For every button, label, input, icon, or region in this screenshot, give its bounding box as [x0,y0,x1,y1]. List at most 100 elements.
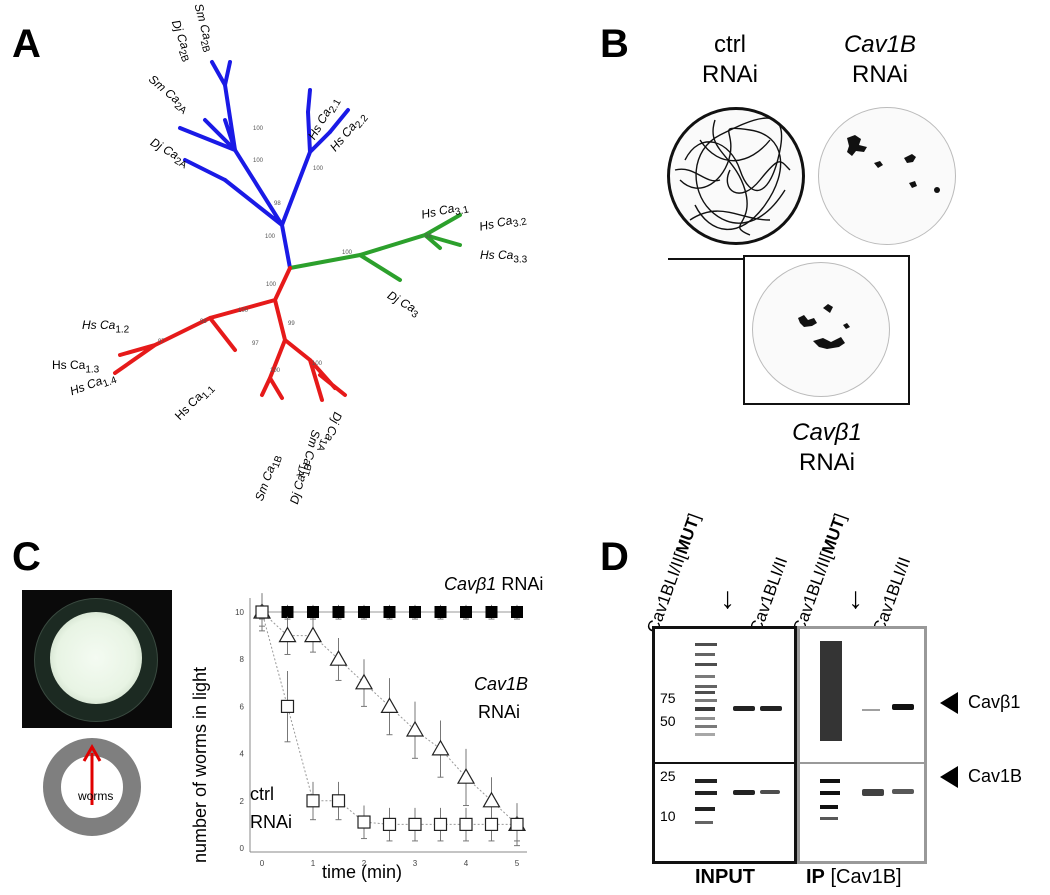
data-point [382,817,397,831]
mw-50: 50 [660,713,676,729]
mw-25: 25 [660,768,676,784]
worm-tracks-cav1b [847,135,940,193]
svg-text:97: 97 [252,341,259,347]
x-tick-label: 0 [260,859,265,868]
data-point [511,606,523,618]
mw-75: 75 [660,690,676,706]
panel-b-divider [668,258,743,260]
data-point [433,817,448,831]
data-point [303,626,323,643]
tree-label-hs-cav33: Hs Ca3.3 [480,248,528,266]
svg-text:100: 100 [270,368,281,374]
svg-text:99: 99 [288,321,295,327]
data-point [306,794,320,808]
band-arrow-cav1b [940,766,958,788]
svg-text:100: 100 [238,308,249,314]
branch-cav1 [113,266,347,402]
branch-cav2-tips [178,60,350,182]
data-point [408,817,422,831]
worms-label: worms [78,789,114,803]
x-tick-label: 1 [311,859,316,868]
svg-text:100: 100 [342,250,353,256]
data-point [484,817,499,831]
svg-text:97: 97 [158,339,165,345]
band-arrow-cavb1 [940,692,958,714]
series-label-cavb1: Cavβ1 RNAi [444,574,543,594]
y-axis-label: number of worms in light [190,667,210,863]
worm-tracks-cavb1 [798,304,850,349]
data-point [331,794,346,808]
data-point [383,606,396,618]
data-point [281,606,294,618]
data-point [307,606,319,618]
x-tick-label: 2 [362,859,367,868]
data-point [482,791,501,808]
data-point [405,720,425,737]
y-tick-label: 10 [235,608,244,617]
svg-text:100: 100 [313,166,324,172]
svg-text:100: 100 [266,282,277,288]
series-label-ctrl-rnai: RNAi [250,812,292,832]
dish-cavb1 [752,262,890,397]
y-tick-label: 2 [240,797,245,806]
y-tick-label: 6 [240,702,245,711]
data-point [510,817,524,831]
series-label-ctrl: ctrl [250,784,274,804]
y-tick-label: 0 [240,844,245,853]
arrow-ip: ↓ [848,582,863,615]
data-point [280,699,295,713]
cavb1-frame [743,255,910,405]
x-axis-label: time (min) [322,862,402,882]
band-label-cav1b: Cav1B [968,766,1023,786]
panel-letter-c: C [12,535,41,579]
dish-ctrl [667,107,805,245]
dish-cav1b [818,107,956,245]
svg-text:100: 100 [265,234,276,240]
svg-text:100: 100 [253,158,264,164]
band-label-cavb1: Cavβ1 [968,692,1021,712]
data-point [329,649,348,666]
data-point [380,697,399,713]
data-point [357,815,371,829]
arrow-input: ↓ [720,582,735,615]
input-gel [652,626,797,864]
svg-text:98: 98 [425,234,432,240]
data-point [354,673,374,690]
data-point [409,606,421,618]
svg-text:100: 100 [312,361,323,367]
data-point [460,606,472,618]
y-tick-label: 8 [240,655,245,664]
data-point [358,606,370,618]
input-label: INPUT [695,866,755,888]
x-tick-label: 3 [413,859,418,868]
panel-letter-d: D [600,535,629,579]
lane-label-input-mut: Cav1BLI/II[MUT] [643,511,705,636]
branch-cav2 [203,83,332,270]
chart-series [252,593,527,847]
data-point [456,767,476,784]
lane-label-ip-mut: Cav1BLI/II[MUT] [789,511,851,636]
series-line [261,611,517,825]
ip-gel [797,626,927,864]
data-point [332,606,345,618]
worm-tracks-ctrl [674,117,791,236]
data-point [255,605,269,619]
data-point [485,606,498,618]
data-point [434,606,447,618]
light-chamber-photo [22,590,172,728]
panel-letter-b: B [600,22,629,66]
tree-label-hs-cav13: Hs Ca1.3 [52,358,100,376]
svg-text:98: 98 [200,319,207,325]
mw-10: 10 [660,808,676,824]
lane-label-input-wt: Cav1BLI/II [746,554,792,636]
svg-text:98: 98 [274,201,281,207]
tree-label-hs-cav12: Hs Ca1.2 [82,318,130,336]
series-label-cav1b: Cav1B [474,674,528,694]
x-tick-label: 5 [515,859,520,868]
y-tick-label: 4 [240,750,245,759]
